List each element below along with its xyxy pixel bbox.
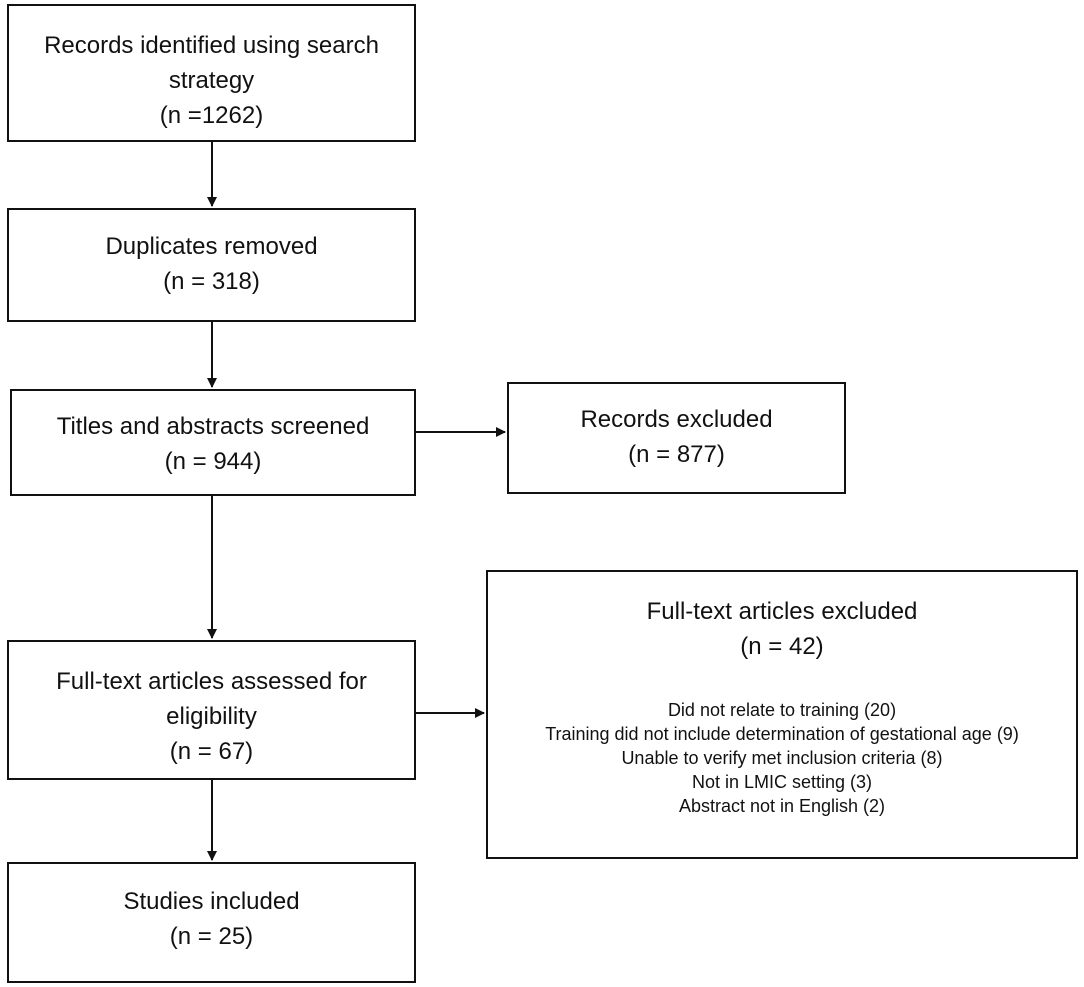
duplicates-removed-count: (n = 318) — [163, 268, 260, 295]
records-excluded-box: Records excluded (n = 877) — [507, 382, 846, 494]
full-text-excluded-count: (n = 42) — [740, 633, 824, 660]
screened-label: Titles and abstracts screened — [56, 413, 370, 440]
exclusion-reason: Not in LMIC setting (3) — [691, 772, 873, 792]
records-identified-count: (n =1262) — [159, 102, 264, 129]
studies-included-count: (n = 25) — [169, 923, 254, 950]
duplicates-removed-box: Duplicates removed (n = 318) — [7, 208, 416, 322]
full-text-excluded-label: Full-text articles excluded — [646, 598, 918, 625]
records-excluded-label: Records excluded — [580, 406, 773, 433]
full-text-assessed-box: Full-text articles assessed for eligibil… — [7, 640, 416, 780]
duplicates-removed-label: Duplicates removed — [105, 233, 318, 260]
exclusion-reason: Did not relate to training (20) — [667, 700, 897, 720]
studies-included-box: Studies included (n = 25) — [7, 862, 416, 983]
screened-box: Titles and abstracts screened (n = 944) — [10, 389, 416, 496]
records-identified-box: Records identified using search strategy… — [7, 4, 416, 142]
full-text-excluded-box: Full-text articles excluded (n = 42) Did… — [486, 570, 1078, 859]
exclusion-reason: Training did not include determination o… — [545, 724, 1019, 744]
exclusion-reason: Unable to verify met inclusion criteria … — [621, 748, 943, 768]
full-text-assessed-label: Full-text articles assessed for eligibil… — [56, 668, 367, 730]
full-text-assessed-count: (n = 67) — [169, 738, 254, 765]
screened-count: (n = 944) — [164, 448, 262, 475]
records-excluded-count: (n = 877) — [628, 441, 725, 468]
studies-included-label: Studies included — [123, 888, 300, 915]
records-identified-label: Records identified using search strategy — [44, 32, 379, 94]
exclusion-reason: Abstract not in English (2) — [678, 796, 886, 816]
